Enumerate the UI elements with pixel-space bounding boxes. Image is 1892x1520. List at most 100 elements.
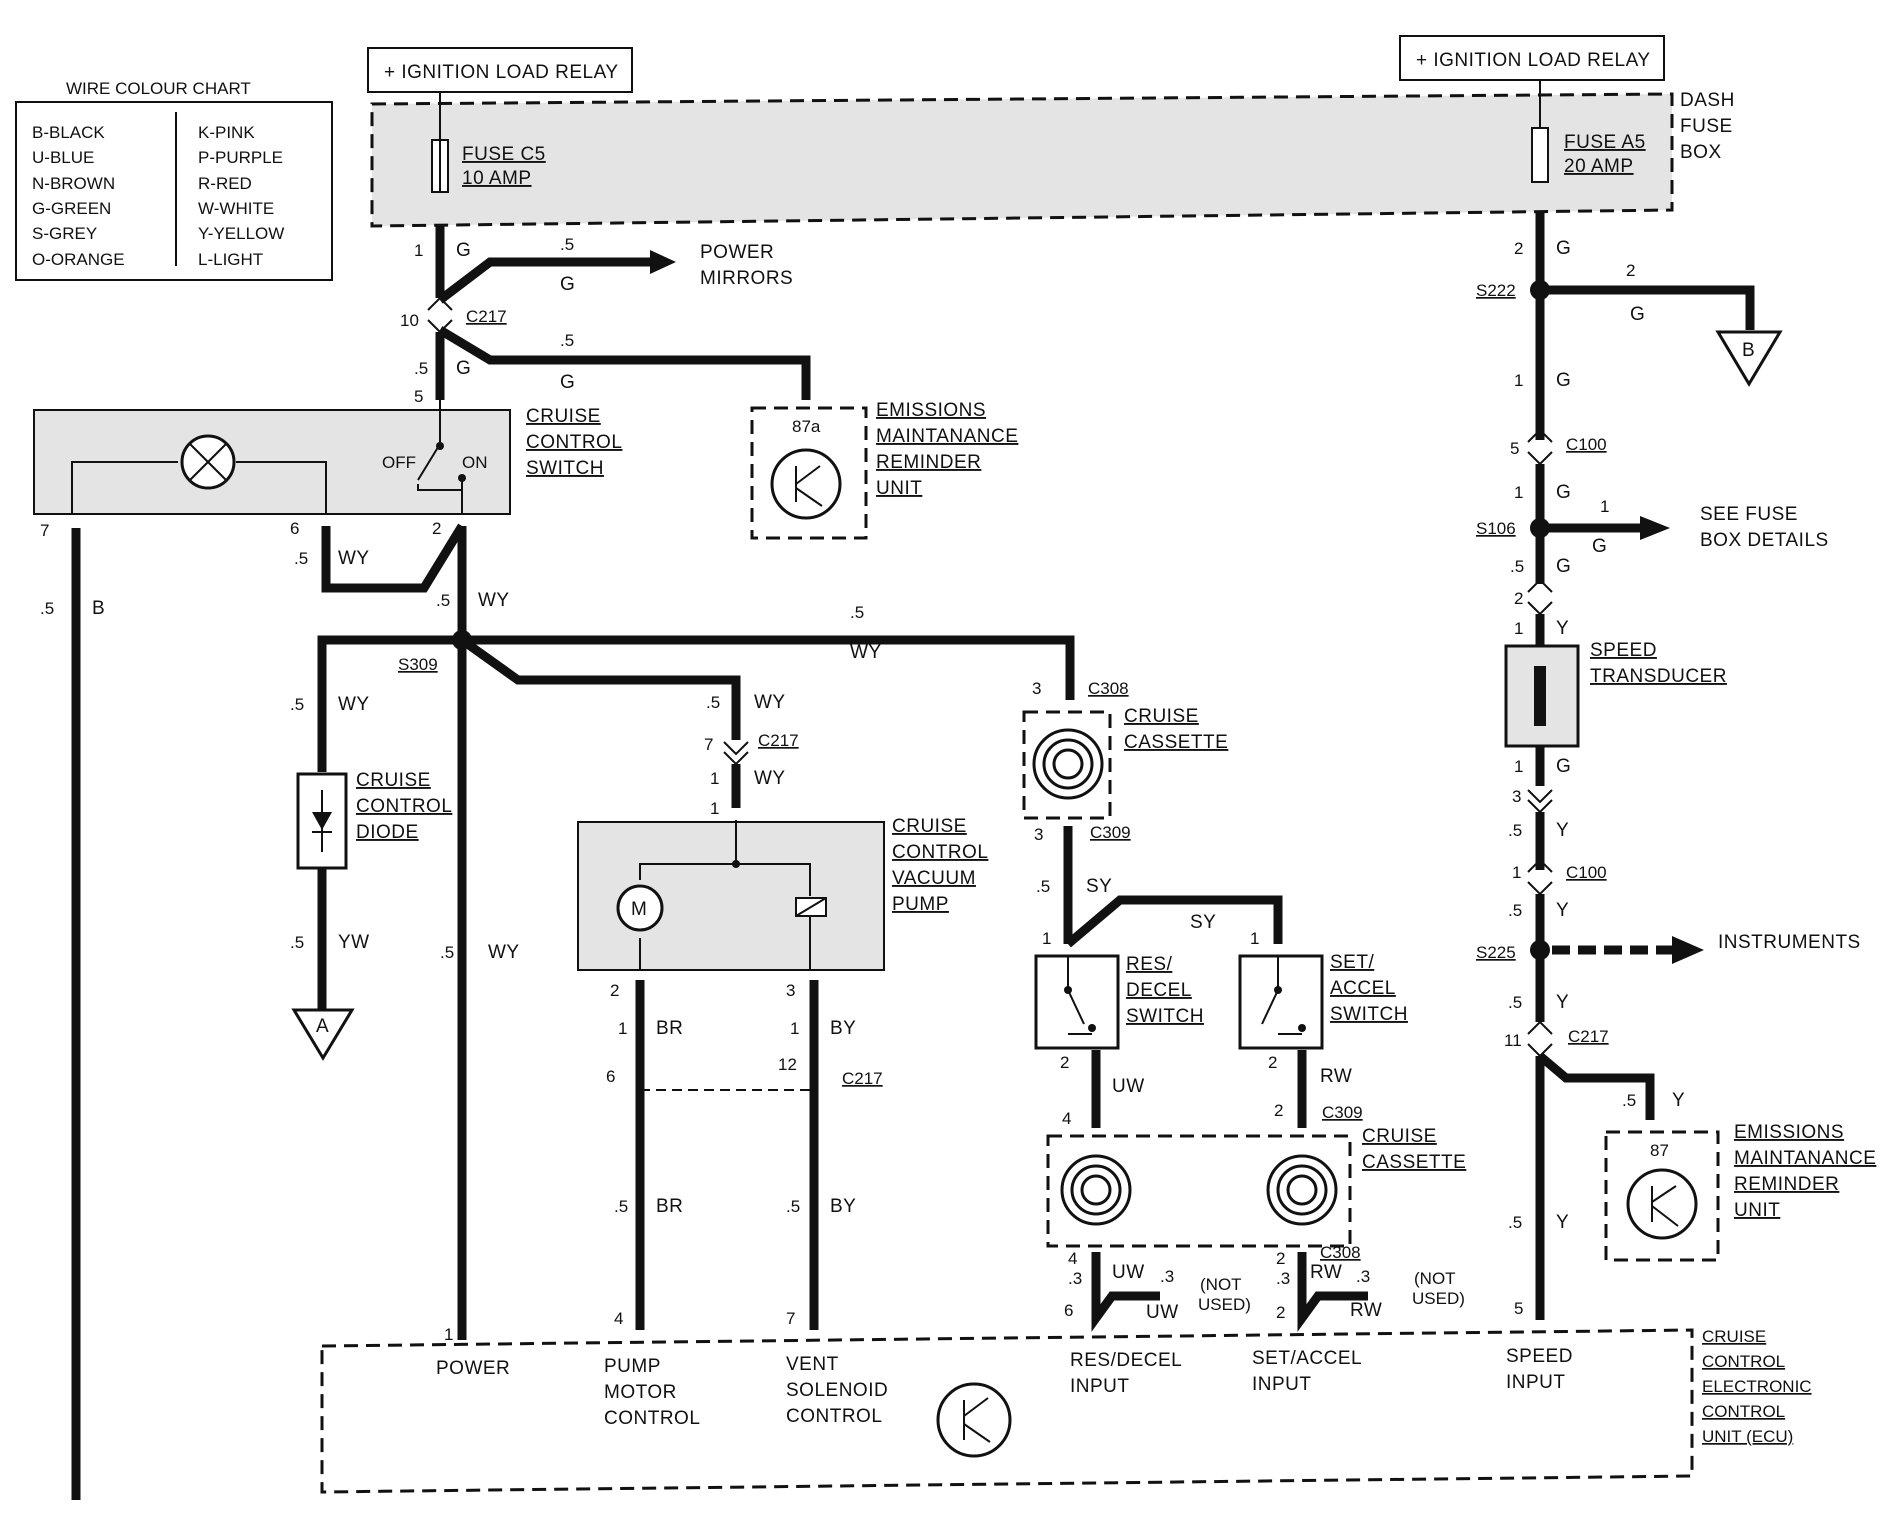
pin-label: 1 <box>1042 929 1051 948</box>
ecu-set-label-1: SET/ACCEL <box>1252 1348 1362 1369</box>
wire-color-label: Y <box>1556 1212 1569 1233</box>
pin-label: 7 <box>786 1309 795 1328</box>
emissions-top-label-1: EMISSIONS <box>876 400 986 421</box>
colour-r: R-RED <box>198 174 252 193</box>
ignition-relay-right-label: + IGNITION LOAD RELAY <box>1416 50 1651 71</box>
wire-color-label: G <box>560 274 575 295</box>
wire-gauge-label: .5 <box>440 943 454 962</box>
cruise-control-switch: OFF ON CRUISE CONTROL SWITCH <box>33 400 622 515</box>
connector-c217-lower: C217 <box>842 1069 883 1088</box>
wire-gauge-label: .5 <box>614 1197 628 1216</box>
pin-label: 6 <box>1064 1301 1073 1320</box>
wire-color-label: Y <box>1556 820 1569 841</box>
pin-label: 4 <box>614 1309 623 1328</box>
speed-transducer-label-2: TRANSDUCER <box>1590 666 1727 687</box>
splice-s309-label: S309 <box>398 655 438 674</box>
ecu-set-label-2: INPUT <box>1252 1374 1312 1395</box>
splice-s106-label: S106 <box>1476 519 1516 538</box>
emissions-top-label-4: UNIT <box>876 478 922 499</box>
pin-label: 1 <box>710 769 719 788</box>
emissions-reminder-top: 87a EMISSIONS MAINTANANCE REMINDER UNIT <box>750 400 1018 540</box>
wire-colour-chart: WIRE COLOUR CHART B-BLACK U-BLUE N-BROWN… <box>15 79 333 281</box>
wire-color-label: WY <box>488 942 520 963</box>
power-mirrors-label-2: MIRRORS <box>700 268 793 289</box>
fuse-c5-label: FUSE C5 <box>462 144 546 165</box>
not-used-label-1: (NOT <box>1200 1275 1242 1294</box>
speed-transducer: SPEED TRANSDUCER <box>1504 640 1727 748</box>
cruise-switch-label-1: CRUISE <box>526 406 601 427</box>
ecu-pump-label-2: MOTOR <box>604 1382 677 1403</box>
emissions-right-label-3: REMINDER <box>1734 1174 1839 1195</box>
connector-c217-pump: C217 <box>758 731 799 750</box>
pin-label: 4 <box>1062 1109 1071 1128</box>
splice-s225-label: S225 <box>1476 943 1516 962</box>
pin-label: 10 <box>400 311 419 330</box>
ground-a-label: A <box>316 1016 329 1037</box>
wire-color-label: WY <box>754 768 786 789</box>
ground-b-label: B <box>1742 340 1755 361</box>
wire-color-label: G <box>1556 238 1571 259</box>
wire-color-label: G <box>1556 556 1571 577</box>
wire-gauge-label: .5 <box>560 235 574 254</box>
pin-label: 2 <box>1514 589 1523 608</box>
wire-color-label: WY <box>338 548 370 569</box>
pump-label-1: CRUISE <box>892 816 967 837</box>
ecu-vent-label-2: SOLENOID <box>786 1380 888 1401</box>
fuse-a5: FUSE A5 20 AMP <box>1531 80 1645 183</box>
see-fuse-label-1: SEE FUSE <box>1700 504 1798 525</box>
pin-label: 1 <box>1600 497 1609 516</box>
wire-color-label: BY <box>830 1018 856 1039</box>
pin-label: 6 <box>290 519 299 538</box>
ecu-pump-label-1: PUMP <box>604 1356 661 1377</box>
not-used-label-4: USED) <box>1412 1289 1465 1308</box>
ecu-label-1: CRUISE <box>1702 1327 1766 1346</box>
wire-color-label: Y <box>1672 1090 1685 1111</box>
wire-colour-chart-title: WIRE COLOUR CHART <box>66 79 251 98</box>
wire-gauge-label: .5 <box>1510 557 1524 576</box>
wire-gauge-label: .3 <box>1276 1269 1290 1288</box>
pin-label: 1 <box>1514 371 1523 390</box>
wire-color-label: RW <box>1310 1262 1342 1283</box>
wire-color-label: G <box>1556 370 1571 391</box>
power-mirrors-label-1: POWER <box>700 242 774 263</box>
diode-label-1: CRUISE <box>356 770 431 791</box>
pin-label: 1 <box>444 1325 453 1344</box>
connector-c100-lower: C100 <box>1566 863 1607 882</box>
emissions-right-label-2: MAINTANANCE <box>1734 1148 1876 1169</box>
pin-label: 3 <box>1034 825 1043 844</box>
wire-gauge-label: .5 <box>290 695 304 714</box>
colour-s: S-GREY <box>32 224 97 243</box>
fuse-a5-rating: 20 AMP <box>1564 156 1634 177</box>
wire-color-label: RW <box>1350 1300 1382 1321</box>
wire-color-label: G <box>1630 304 1645 325</box>
pin-label: 2 <box>432 519 441 538</box>
ecu-res-label-1: RES/DECEL <box>1070 1350 1182 1371</box>
wire-color-label: WY <box>754 692 786 713</box>
pin-label: 1 <box>1514 483 1523 502</box>
pin-label: 2 <box>1268 1053 1277 1072</box>
not-used-label-2: USED) <box>1198 1295 1251 1314</box>
ground-b: B <box>1715 330 1783 387</box>
pin-label: 1 <box>1514 757 1523 776</box>
emissions-top-label-2: MAINTANANCE <box>876 426 1018 447</box>
cassette-bottom-label-1: CRUISE <box>1362 1126 1437 1147</box>
set-switch-label-2: ACCEL <box>1330 978 1396 999</box>
wire-color-label: G <box>1592 536 1607 557</box>
emissions-right-pin: 87 <box>1650 1141 1669 1160</box>
pump-label-2: CONTROL <box>892 842 988 863</box>
ignition-relay-left-label: + IGNITION LOAD RELAY <box>384 62 619 83</box>
wire-color-label: UW <box>1112 1076 1145 1097</box>
cruise-cassette-bottom: CRUISE CASSETTE <box>1046 1126 1466 1248</box>
ignition-relay-left: + IGNITION LOAD RELAY <box>367 47 633 93</box>
ecu-label-5: UNIT (ECU) <box>1702 1427 1793 1446</box>
colour-o: O-ORANGE <box>32 250 125 269</box>
wire-gauge-label: .5 <box>850 603 864 622</box>
cruise-cassette-top: CRUISE CASSETTE <box>1022 706 1228 820</box>
res-switch-label-1: RES/ <box>1126 954 1173 975</box>
connector-c308-bottom: C308 <box>1320 1243 1361 1262</box>
wire-color-label: UW <box>1112 1262 1145 1283</box>
wire-gauge-label: .5 <box>290 933 304 952</box>
wire-gauge-label: .5 <box>1508 821 1522 840</box>
ecu-res-label-2: INPUT <box>1070 1376 1130 1397</box>
pin-label: 3 <box>1032 679 1041 698</box>
